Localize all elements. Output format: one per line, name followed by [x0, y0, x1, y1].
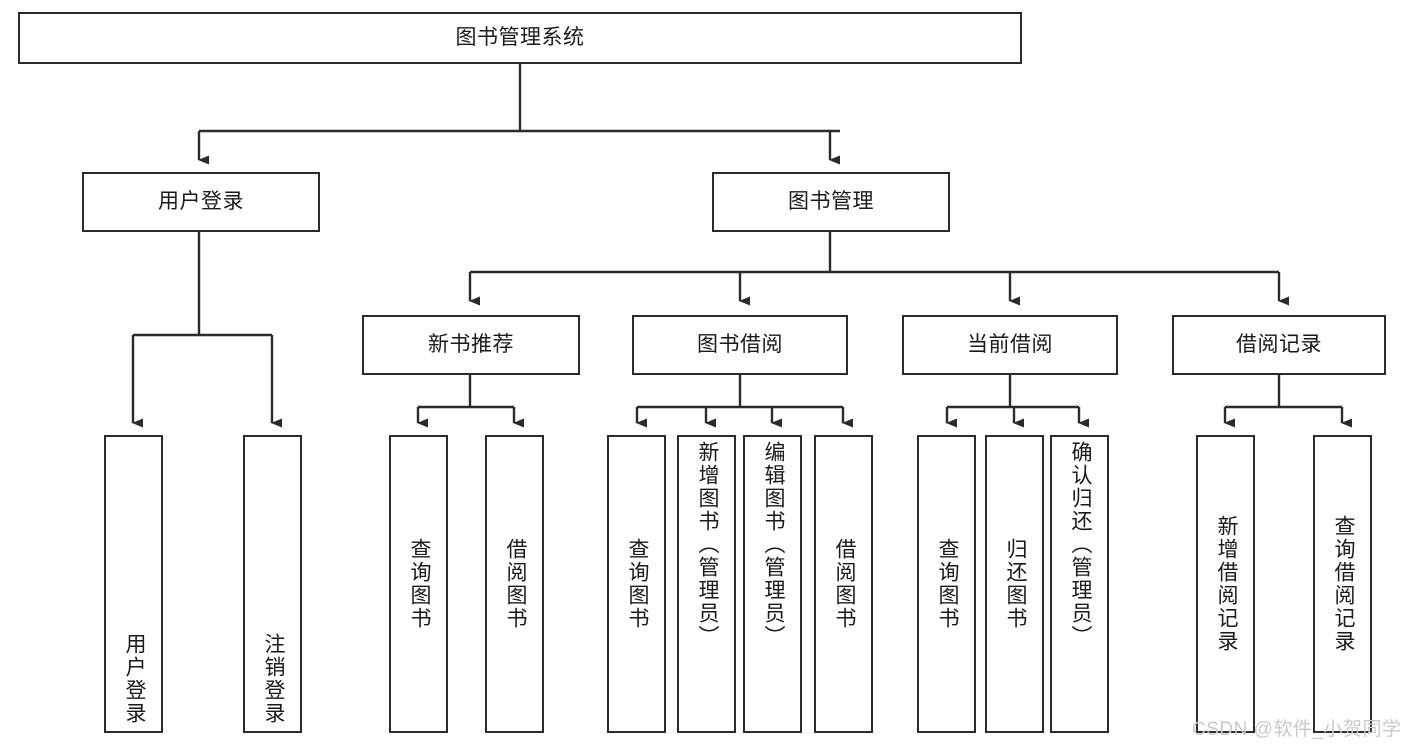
node-label: 用户登录: [122, 633, 146, 725]
node-label: 新书推荐: [428, 332, 514, 356]
node-label: 借阅记录: [1236, 332, 1322, 356]
node-label: 查询图书: [625, 538, 649, 630]
node-label: 当前借阅: [967, 332, 1053, 356]
leaf-borrow-edit-book-admin[interactable]: 编辑图书（管理员）: [743, 435, 802, 733]
leaf-borrow-borrow-book[interactable]: 借阅图书: [814, 435, 873, 733]
node-book-borrow[interactable]: 图书借阅: [632, 315, 848, 375]
leaf-record-add[interactable]: 新增借阅记录: [1196, 435, 1255, 733]
leaf-current-confirm-return-admin[interactable]: 确认归还（管理员）: [1050, 435, 1109, 733]
leaf-current-return-book[interactable]: 归还图书: [985, 435, 1044, 733]
node-label: 借阅图书: [503, 538, 527, 630]
node-current-borrow[interactable]: 当前借阅: [902, 315, 1118, 375]
node-user-login[interactable]: 用户登录: [82, 172, 320, 232]
node-label: 新增图书（管理员）: [695, 441, 719, 648]
node-label: 图书借阅: [697, 332, 783, 356]
leaf-current-query-book[interactable]: 查询图书: [917, 435, 976, 733]
node-label: 查询图书: [935, 538, 959, 630]
node-label: 用户登录: [158, 189, 244, 213]
node-label: 归还图书: [1003, 538, 1027, 630]
node-label: 编辑图书（管理员）: [761, 441, 785, 648]
leaf-user-login-signin[interactable]: 用户登录: [104, 435, 163, 733]
leaf-user-login-signout[interactable]: 注销登录: [243, 435, 302, 733]
leaf-new-book-borrow[interactable]: 借阅图书: [485, 435, 544, 733]
node-label: 图书管理系统: [455, 25, 585, 49]
node-label: 注销登录: [261, 633, 285, 725]
node-root-system[interactable]: 图书管理系统: [18, 12, 1022, 64]
node-label: 借阅图书: [832, 538, 856, 630]
node-label: 确认归还（管理员）: [1068, 441, 1092, 648]
node-label: 新增借阅记录: [1214, 515, 1238, 653]
leaf-record-query[interactable]: 查询借阅记录: [1313, 435, 1372, 733]
leaf-new-book-query[interactable]: 查询图书: [389, 435, 448, 733]
node-label: 查询借阅记录: [1331, 515, 1355, 653]
node-book-management[interactable]: 图书管理: [712, 172, 950, 232]
node-label: 查询图书: [407, 538, 431, 630]
node-label: 图书管理: [788, 189, 874, 213]
node-new-book-recommend[interactable]: 新书推荐: [362, 315, 580, 375]
leaf-borrow-add-book-admin[interactable]: 新增图书（管理员）: [677, 435, 736, 733]
leaf-borrow-query-book[interactable]: 查询图书: [607, 435, 666, 733]
node-borrow-record[interactable]: 借阅记录: [1172, 315, 1386, 375]
csdn-watermark: CSDN @软件_小贺同学: [1192, 719, 1402, 740]
